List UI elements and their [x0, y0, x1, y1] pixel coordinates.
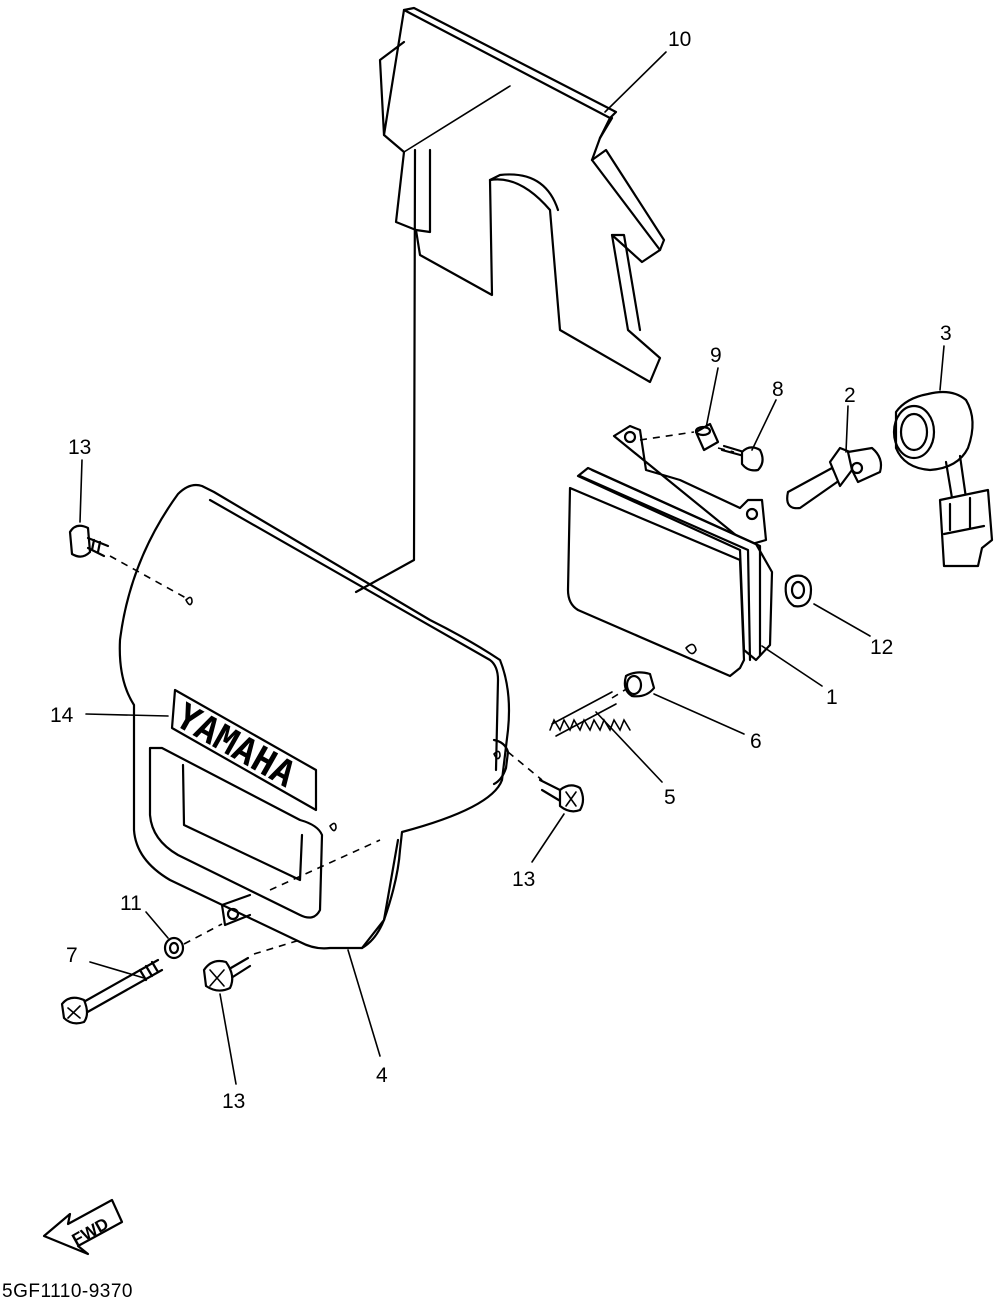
part-2-bulb	[786, 446, 883, 510]
callout-13b: 13	[512, 868, 535, 891]
diagram-code: 5GF1110-9370	[2, 1281, 133, 1302]
callout-10: 10	[668, 28, 691, 51]
part-3-socket	[892, 390, 994, 568]
part-6-grommet	[623, 671, 656, 698]
part-13-screw-right	[538, 778, 585, 813]
part-13-screw-bottom	[202, 956, 252, 992]
part-11-washer	[163, 936, 185, 960]
part-7-bolt	[60, 958, 164, 1025]
callout-5: 5	[664, 786, 676, 809]
callout-11: 11	[120, 892, 142, 915]
part-5-spring	[549, 691, 631, 737]
part-1-headlight-unit	[566, 424, 774, 678]
callout-12: 12	[870, 636, 893, 659]
callout-7: 7	[66, 944, 78, 967]
leader-lines	[79, 51, 945, 1085]
alignment-lines	[109, 148, 735, 955]
callout-labels: 10 9 8 2 3 13 12 1 6 5 14 13 11 7 4 13	[50, 28, 952, 1113]
part-14-decal	[170, 688, 318, 812]
part-10-cover-plate	[378, 6, 666, 384]
callout-9: 9	[710, 344, 722, 367]
part-9-collar	[694, 422, 720, 452]
callout-3: 3	[940, 322, 952, 345]
callout-13c: 13	[222, 1090, 245, 1113]
callout-4: 4	[376, 1064, 388, 1087]
callout-8: 8	[772, 378, 784, 401]
part-13-screw-left	[68, 524, 110, 558]
forward-arrow-icon: FWD	[42, 1198, 124, 1256]
part-4-headlight-housing: YAMAHA	[118, 483, 511, 950]
part-12-spacer	[784, 574, 813, 608]
callout-2: 2	[844, 384, 856, 407]
callout-1: 1	[826, 686, 838, 709]
callout-13a: 13	[68, 436, 91, 459]
callout-6: 6	[750, 730, 762, 753]
part-8-bolt	[720, 444, 764, 472]
callout-14: 14	[50, 704, 74, 727]
